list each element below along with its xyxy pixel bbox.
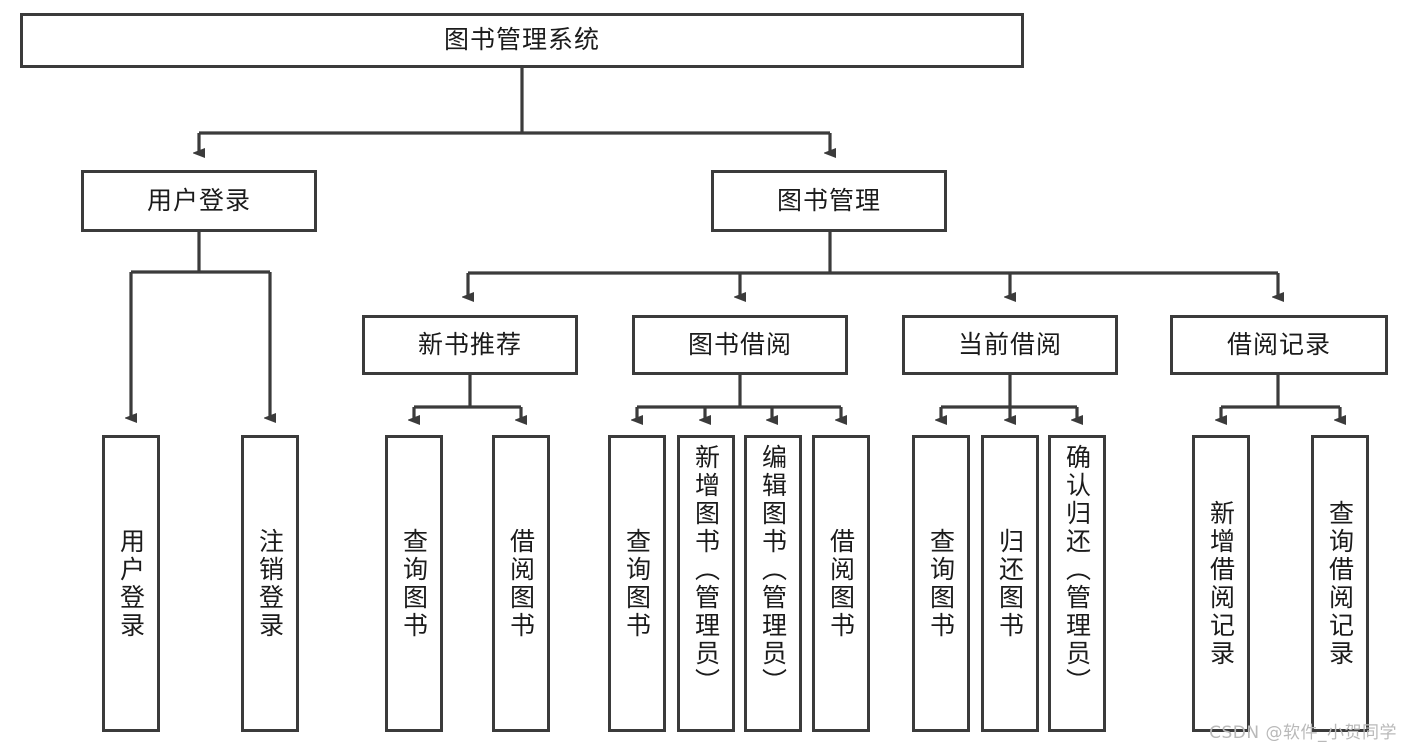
node-label: 用户登录 <box>146 185 251 215</box>
node-current-borrow[interactable]: 当前借阅 <box>902 315 1118 375</box>
node-label: 当前借阅 <box>957 329 1062 359</box>
leaf-label: 查询借阅记录 <box>1325 499 1355 668</box>
leaf-label: 新增图书（管理员） <box>691 444 721 696</box>
leaf-cur-query-book[interactable]: 查询图书 <box>912 435 970 732</box>
node-book-management[interactable]: 图书管理 <box>711 170 947 232</box>
leaf-rec-borrow-book[interactable]: 借阅图书 <box>492 435 550 732</box>
leaf-label: 借阅图书 <box>506 527 536 640</box>
leaf-label: 借阅图书 <box>826 527 856 640</box>
leaf-borrow-edit-book[interactable]: 编辑图书（管理员） <box>744 435 802 732</box>
leaf-label: 查询图书 <box>926 527 956 640</box>
leaf-cur-return-book[interactable]: 归还图书 <box>981 435 1039 732</box>
leaf-label: 新增借阅记录 <box>1206 499 1236 668</box>
node-borrow-record[interactable]: 借阅记录 <box>1170 315 1388 375</box>
leaf-label: 编辑图书（管理员） <box>758 444 788 696</box>
node-label: 图书管理 <box>776 185 881 215</box>
leaf-rec-add-record[interactable]: 新增借阅记录 <box>1192 435 1250 732</box>
node-label: 新书推荐 <box>417 329 522 359</box>
leaf-borrow-add-book[interactable]: 新增图书（管理员） <box>677 435 735 732</box>
watermark: CSDN @软件_小贺同学 <box>1209 723 1397 743</box>
leaf-label: 注销登录 <box>255 527 285 640</box>
leaf-label: 查询图书 <box>399 527 429 640</box>
node-label: 图书借阅 <box>687 329 792 359</box>
leaf-label: 用户登录 <box>116 527 146 640</box>
node-root-system[interactable]: 图书管理系统 <box>20 13 1024 68</box>
leaf-label: 查询图书 <box>622 527 652 640</box>
leaf-logout[interactable]: 注销登录 <box>241 435 299 732</box>
node-user-login[interactable]: 用户登录 <box>81 170 317 232</box>
leaf-user-login[interactable]: 用户登录 <box>102 435 160 732</box>
leaf-label: 归还图书 <box>995 527 1025 640</box>
leaf-borrow-borrow-book[interactable]: 借阅图书 <box>812 435 870 732</box>
node-label: 图书管理系统 <box>443 25 600 55</box>
node-label: 借阅记录 <box>1226 329 1331 359</box>
leaf-rec-query-book[interactable]: 查询图书 <box>385 435 443 732</box>
leaf-borrow-query-book[interactable]: 查询图书 <box>608 435 666 732</box>
leaf-label: 确认归还（管理员） <box>1062 444 1092 696</box>
node-new-book-recommend[interactable]: 新书推荐 <box>362 315 578 375</box>
node-book-borrow[interactable]: 图书借阅 <box>632 315 848 375</box>
leaf-rec-query-record[interactable]: 查询借阅记录 <box>1311 435 1369 732</box>
leaf-cur-confirm-return[interactable]: 确认归还（管理员） <box>1048 435 1106 732</box>
